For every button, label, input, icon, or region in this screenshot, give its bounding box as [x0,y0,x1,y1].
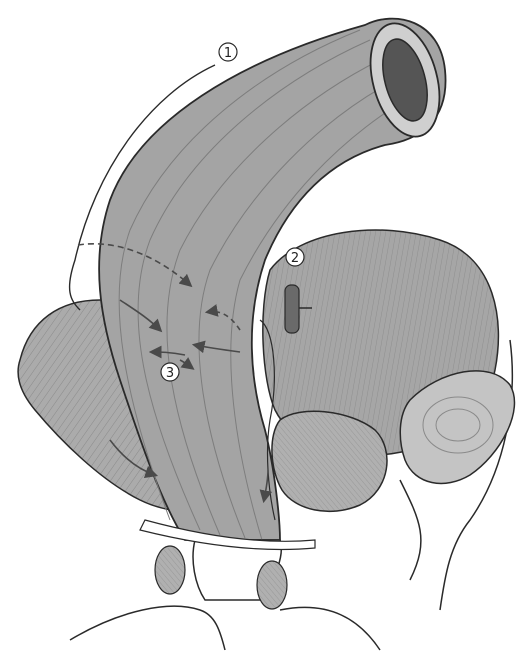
label-marker-2: 2 [286,248,304,266]
prostate-shape [272,411,387,511]
sphincter-right [257,561,287,609]
body-contour-right [280,607,380,650]
label-1-text: 1 [224,46,232,61]
clamp-icon [285,285,299,333]
label-marker-3: 3 [161,363,179,381]
body-contour-mid-right [400,480,421,580]
body-contour-left [70,606,225,650]
label-3-text: 3 [166,366,174,381]
label-2-text: 2 [291,251,299,266]
label-marker-1: 1 [219,43,237,61]
sphincter-left [155,546,185,594]
